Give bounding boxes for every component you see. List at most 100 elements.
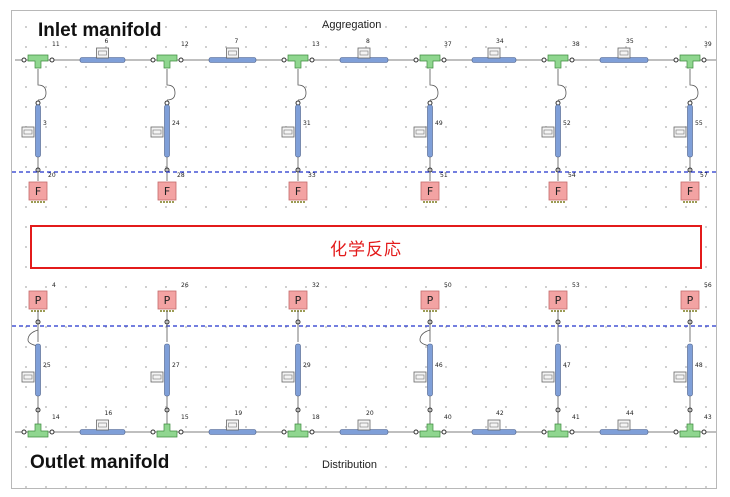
inlet-pipe-label: 34 (496, 38, 504, 45)
product-block-label: 50 (444, 282, 452, 289)
outlet-vertical-pipe-label: 27 (172, 362, 180, 369)
feed-block-pin (291, 201, 293, 203)
outlet-horizontal-gauge (357, 419, 371, 431)
inlet-vertical-gauge-face (415, 129, 425, 135)
inlet-node (21, 57, 27, 63)
inlet-branch-node (687, 100, 693, 106)
feed-block-label: 51 (440, 172, 448, 179)
outlet-vertical-pipe-label: 25 (43, 362, 51, 369)
product-block-pin (291, 310, 293, 312)
inlet-node (441, 57, 447, 63)
outlet-vertical-gauge-face (415, 374, 425, 380)
feed-block-pin (163, 201, 165, 203)
outlet-tee-label: 40 (444, 414, 452, 421)
inlet-branch-bend (37, 69, 47, 101)
inlet-vertical-pipe (555, 104, 561, 158)
feed-block-pin (551, 201, 553, 203)
feed-block (288, 181, 308, 201)
outlet-tee-label: 43 (704, 414, 712, 421)
product-block-label: 32 (312, 282, 320, 289)
outlet-vertical-gauge (21, 371, 35, 383)
feed-block-pin (426, 201, 428, 203)
outlet-pipe-label: 20 (366, 410, 374, 417)
inlet-horizontal-gauge-face (619, 50, 629, 56)
outlet-tee (547, 423, 569, 438)
feed-block-pin (689, 201, 691, 203)
inlet-node (309, 57, 315, 63)
inlet-node (178, 57, 184, 63)
outlet-vertical-gauge-face (23, 374, 33, 380)
feed-block-pin (429, 201, 431, 203)
outlet-vertical-gauge (673, 371, 687, 383)
product-block-symbol: P (35, 294, 42, 307)
outlet-node (150, 429, 156, 435)
product-block-pin (423, 310, 425, 312)
inlet-node (413, 57, 419, 63)
product-block-pin (34, 310, 36, 312)
inlet-branch-bend (689, 69, 699, 101)
feed-block-pin (294, 201, 296, 203)
outlet-vertical-gauge (413, 371, 427, 383)
inlet-vertical-pipe-label: 49 (435, 120, 443, 127)
product-block-pin (40, 310, 42, 312)
chemical-reaction-box[interactable]: 化学反応 (30, 225, 702, 269)
product-block-pin (435, 310, 437, 312)
outlet-vertical-gauge-face (152, 374, 162, 380)
feed-block-pin (43, 201, 45, 203)
inlet-vertical-pipe (295, 104, 301, 158)
product-block-pin (560, 310, 562, 312)
inlet-branch-node (427, 100, 433, 106)
outlet-node (178, 429, 184, 435)
feed-block-pin (166, 201, 168, 203)
product-block-label: 4 (52, 282, 56, 289)
feed-block (157, 181, 177, 201)
outlet-vertical-pipe (295, 343, 301, 397)
inlet-vertical-gauge-face (675, 129, 685, 135)
outlet-horizontal-gauge (487, 419, 501, 431)
product-block-label: 26 (181, 282, 189, 289)
product-block (288, 290, 308, 310)
inlet-branch-bend (166, 69, 176, 101)
inlet-vertical-gauge-face (283, 129, 293, 135)
outlet-branch-bend (419, 329, 431, 347)
inlet-horizontal-gauge (96, 47, 109, 59)
inlet-pipe-label: 6 (105, 38, 109, 45)
feed-block (548, 181, 568, 201)
outlet-vertical-pipe (687, 343, 693, 397)
outlet-pipe-label: 44 (626, 410, 634, 417)
feed-block-pin (34, 201, 36, 203)
inlet-branch-bend (297, 69, 307, 101)
feed-block-pin (169, 201, 171, 203)
product-block-pin (160, 310, 162, 312)
outlet-vertical-gauge (150, 371, 164, 383)
inlet-vertical-gauge-face (543, 129, 553, 135)
inlet-vertical-gauge (413, 126, 427, 138)
inlet-branch-bend (557, 69, 567, 101)
product-block-label: 56 (704, 282, 712, 289)
inlet-branch-node (164, 100, 170, 106)
outlet-horizontal-gauge-face (359, 422, 369, 428)
inlet-branch-node (35, 100, 41, 106)
product-block-symbol: P (555, 294, 562, 307)
outlet-tee-label: 41 (572, 414, 580, 421)
feed-block-pin (31, 201, 33, 203)
inlet-horizontal-gauge (357, 47, 371, 59)
inlet-vertical-pipe-label: 3 (43, 120, 47, 127)
feed-block-pin (435, 201, 437, 203)
outlet-manifold-title: Outlet manifold (30, 452, 170, 473)
feed-block-pin (695, 201, 697, 203)
feed-block-label: 20 (48, 172, 56, 179)
outlet-horizontal-gauge-face (228, 422, 237, 428)
outlet-pipe-label: 42 (496, 410, 504, 417)
inlet-vertical-gauge (541, 126, 555, 138)
inlet-pipe-label: 7 (235, 38, 239, 45)
feed-block-label: 28 (177, 172, 185, 179)
outlet-node (541, 429, 547, 435)
product-block-symbol: P (164, 294, 171, 307)
aggregation-label: Aggregation (322, 19, 382, 31)
feed-block (680, 181, 700, 201)
outlet-horizontal-gauge (96, 419, 109, 431)
product-block-symbol: P (687, 294, 694, 307)
outlet-horizontal-gauge-face (619, 422, 629, 428)
inlet-manifold-title: Inlet manifold (38, 20, 162, 41)
